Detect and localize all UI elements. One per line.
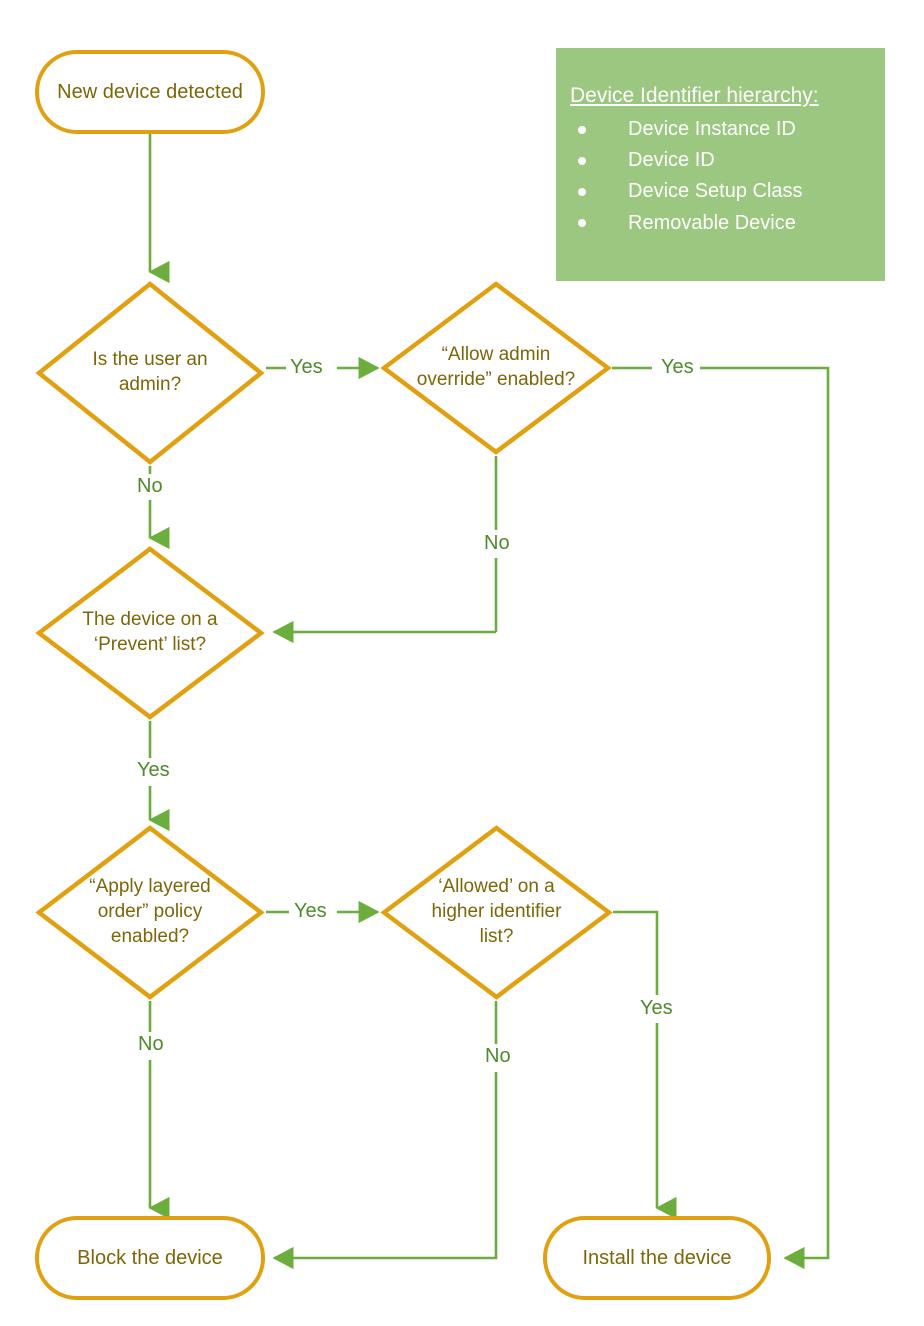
legend-item: Device Instance ID — [570, 114, 885, 145]
node-is-admin-label: Is the user an admin? — [92, 349, 208, 395]
node-allowed-higher-identifier-label: ‘Allowed’ on a higher identifier list? — [431, 876, 562, 947]
node-start-label: New device detected — [57, 80, 243, 103]
node-prevent-list-label: The device on a ‘Prevent’ list? — [82, 609, 218, 655]
node-install-device-label: Install the device — [582, 1246, 732, 1269]
diamond-shape-allow-admin-override — [380, 281, 612, 455]
node-allowed-higher-identifier[interactable]: ‘Allowed’ on a higher identifier list? — [380, 824, 613, 1001]
edge-label-is-admin-no: No — [133, 476, 167, 496]
legend-item-list: Device Instance ID Device ID Device Setu… — [570, 114, 885, 239]
node-allow-admin-override-label: “Allow admin override” enabled? — [416, 344, 576, 390]
edge-label-layered-yes: Yes — [290, 901, 331, 921]
node-allow-admin-override[interactable]: “Allow admin override” enabled? — [380, 280, 612, 456]
node-is-admin[interactable]: Is the user an admin? — [35, 280, 265, 466]
legend-item-label: Removable Device — [628, 211, 796, 234]
node-apply-layered-order-label: “Apply layered order” policy enabled? — [89, 876, 211, 947]
edge-label-prevent-yes: Yes — [133, 760, 174, 780]
bullet-icon — [578, 156, 586, 165]
diamond-shape-is-admin — [35, 281, 265, 465]
edge-label-allowed-no: No — [481, 1046, 515, 1066]
node-apply-layered-order[interactable]: “Apply layered order” policy enabled? — [35, 824, 265, 1001]
diamond-shape-apply-layered-order — [35, 825, 265, 1000]
legend-item: Device Setup Class — [570, 176, 885, 207]
node-block-device[interactable]: Block the device — [35, 1216, 265, 1300]
legend-item: Device ID — [570, 145, 885, 176]
bullet-icon — [578, 125, 586, 134]
edge-allowed-no-b — [272, 1072, 498, 1270]
legend-item-label: Device ID — [628, 149, 715, 172]
edge-override-yes-b — [700, 366, 830, 1270]
bullet-icon — [578, 219, 586, 228]
diamond-shape-allowed-higher-identifier — [380, 825, 613, 1000]
legend-title: Device Identifier hierarchy: — [570, 84, 819, 107]
node-start[interactable]: New device detected — [35, 50, 265, 134]
edge-label-override-no: No — [480, 533, 514, 553]
edge-label-allowed-yes: Yes — [636, 998, 677, 1018]
legend-item-label: Device Setup Class — [628, 180, 803, 203]
node-prevent-list[interactable]: The device on a ‘Prevent’ list? — [35, 545, 265, 721]
edge-label-layered-no: No — [134, 1034, 168, 1054]
legend-device-identifier-hierarchy: Device Identifier hierarchy: Device Inst… — [556, 48, 885, 281]
edge-label-is-admin-yes: Yes — [286, 357, 327, 377]
edge-label-override-yes: Yes — [657, 357, 698, 377]
node-block-device-label: Block the device — [77, 1246, 223, 1269]
diamond-shape-prevent-list — [35, 546, 265, 720]
edge-allowed-yes-a — [613, 910, 659, 995]
node-install-device[interactable]: Install the device — [543, 1216, 771, 1300]
legend-item-label: Device Instance ID — [628, 118, 796, 140]
bullet-icon — [578, 187, 586, 196]
legend-item: Removable Device — [570, 208, 885, 239]
